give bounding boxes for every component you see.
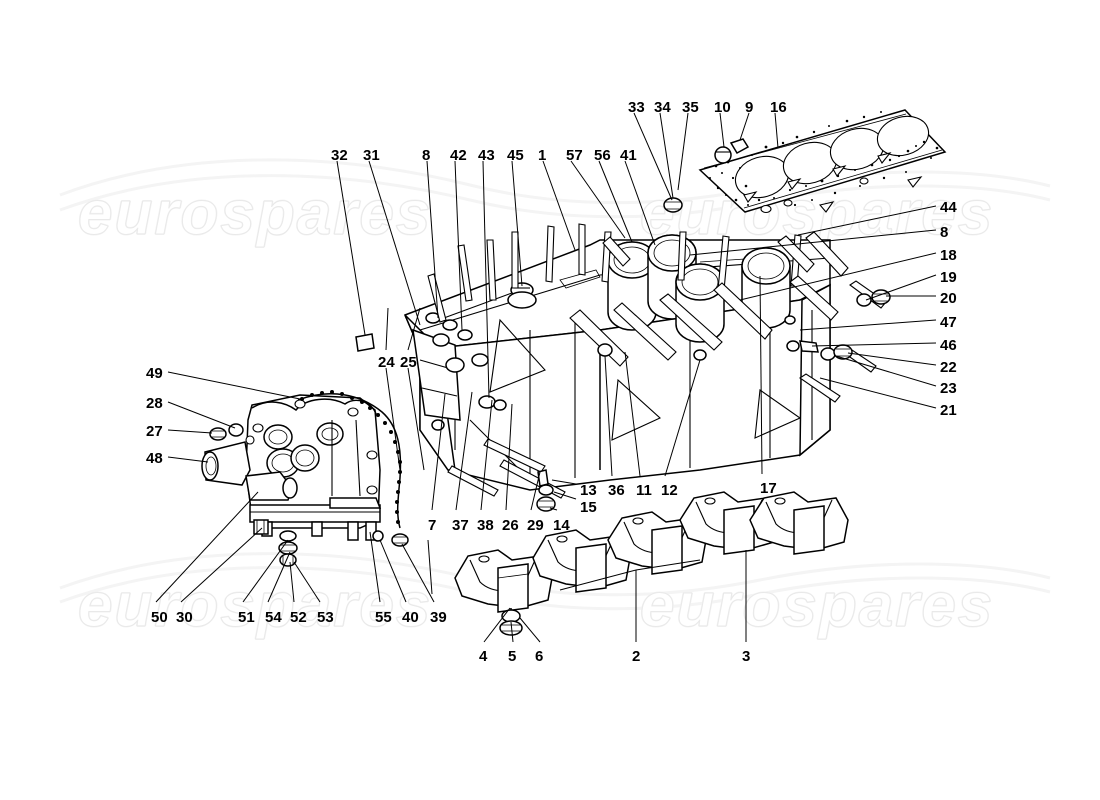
timing-cover-group bbox=[201, 394, 382, 541]
callout-9[interactable]: 9 bbox=[745, 99, 754, 116]
callout-36[interactable]: 36 bbox=[608, 482, 625, 499]
callout-31[interactable]: 31 bbox=[363, 147, 380, 164]
callout-10[interactable]: 10 bbox=[714, 99, 731, 116]
callout-27[interactable]: 27 bbox=[146, 423, 163, 440]
callout-44[interactable]: 44 bbox=[940, 199, 957, 216]
callout-40[interactable]: 40 bbox=[402, 609, 419, 626]
timing-chain bbox=[297, 390, 402, 529]
callout-37[interactable]: 37 bbox=[452, 517, 469, 534]
callout-30[interactable]: 30 bbox=[176, 609, 193, 626]
timing-cover-hardware bbox=[253, 519, 409, 567]
callout-22[interactable]: 22 bbox=[940, 359, 957, 376]
nut-34 bbox=[663, 197, 683, 213]
callout-16[interactable]: 16 bbox=[770, 99, 787, 116]
callout-39[interactable]: 39 bbox=[430, 609, 447, 626]
callout-18[interactable]: 18 bbox=[940, 247, 957, 264]
callout-43[interactable]: 43 bbox=[478, 147, 495, 164]
callout-1[interactable]: 1 bbox=[538, 147, 547, 164]
callout-2[interactable]: 2 bbox=[632, 648, 641, 665]
callout-13[interactable]: 13 bbox=[580, 482, 597, 499]
callout-51[interactable]: 51 bbox=[238, 609, 255, 626]
callout-19[interactable]: 19 bbox=[940, 269, 957, 286]
callout-24[interactable]: 24 bbox=[378, 354, 395, 371]
callout-41[interactable]: 41 bbox=[620, 147, 637, 164]
callout-23[interactable]: 23 bbox=[940, 380, 957, 397]
head-gasket-group bbox=[698, 109, 947, 214]
callout-42[interactable]: 42 bbox=[450, 147, 467, 164]
callout-49[interactable]: 49 bbox=[146, 365, 163, 382]
studs-and-bolts-group bbox=[427, 223, 887, 499]
callout-52[interactable]: 52 bbox=[290, 609, 307, 626]
callout-45[interactable]: 45 bbox=[507, 147, 524, 164]
callout-14[interactable]: 14 bbox=[553, 517, 570, 534]
callout-32[interactable]: 32 bbox=[331, 147, 348, 164]
callout-48[interactable]: 48 bbox=[146, 450, 163, 467]
gasket-dowel-parts bbox=[714, 138, 750, 164]
callout-17[interactable]: 17 bbox=[760, 480, 777, 497]
callout-12[interactable]: 12 bbox=[661, 482, 678, 499]
callout-55[interactable]: 55 bbox=[375, 609, 392, 626]
callout-56[interactable]: 56 bbox=[594, 147, 611, 164]
left-small-hardware bbox=[209, 423, 244, 441]
cap-fasteners bbox=[499, 608, 523, 636]
callout-33[interactable]: 33 bbox=[628, 99, 645, 116]
main-bearing-caps-group bbox=[454, 491, 849, 613]
callout-38[interactable]: 38 bbox=[477, 517, 494, 534]
callout-8-upper[interactable]: 8 bbox=[422, 147, 431, 164]
callout-20[interactable]: 20 bbox=[940, 290, 957, 307]
callout-3[interactable]: 3 bbox=[742, 648, 751, 665]
callout-4[interactable]: 4 bbox=[479, 648, 488, 665]
callout-6[interactable]: 6 bbox=[535, 648, 544, 665]
callout-25[interactable]: 25 bbox=[400, 354, 417, 371]
callout-54[interactable]: 54 bbox=[265, 609, 282, 626]
callout-50[interactable]: 50 bbox=[151, 609, 168, 626]
callout-15[interactable]: 15 bbox=[580, 499, 597, 516]
callout-53[interactable]: 53 bbox=[317, 609, 334, 626]
callout-46[interactable]: 46 bbox=[940, 337, 957, 354]
small-fasteners-under-block bbox=[536, 469, 556, 512]
callout-47[interactable]: 47 bbox=[940, 314, 957, 331]
callout-28[interactable]: 28 bbox=[146, 395, 163, 412]
callout-29[interactable]: 29 bbox=[527, 517, 544, 534]
callout-34[interactable]: 34 bbox=[654, 99, 671, 116]
callout-26[interactable]: 26 bbox=[502, 517, 519, 534]
callout-21[interactable]: 21 bbox=[940, 402, 957, 419]
callout-57[interactable]: 57 bbox=[566, 147, 583, 164]
callout-8-right[interactable]: 8 bbox=[940, 224, 949, 241]
callout-11[interactable]: 11 bbox=[636, 482, 652, 499]
callout-5[interactable]: 5 bbox=[508, 648, 517, 665]
callout-35[interactable]: 35 bbox=[682, 99, 699, 116]
leader-lines bbox=[155, 112, 937, 643]
callout-7[interactable]: 7 bbox=[428, 517, 437, 534]
